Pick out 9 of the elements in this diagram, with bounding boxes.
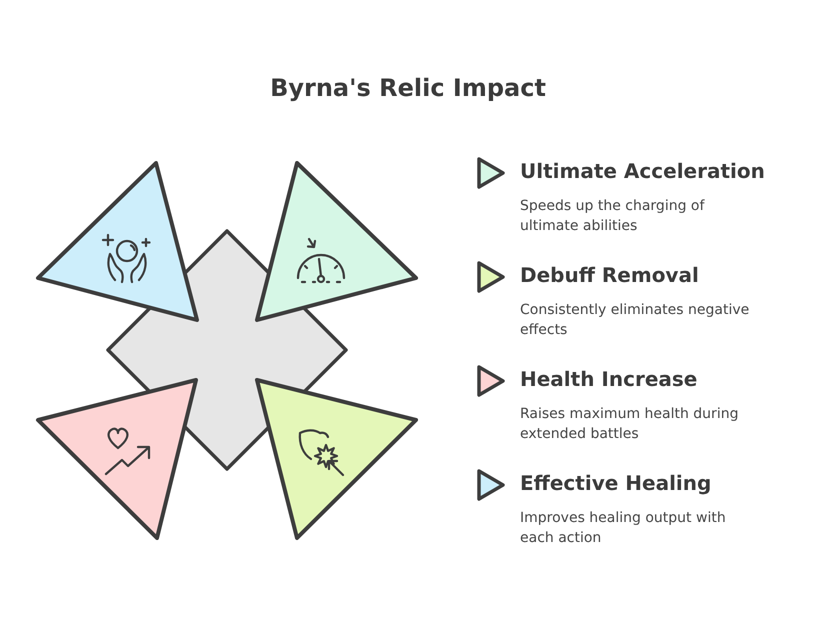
section-heading: Ultimate Acceleration xyxy=(520,158,765,184)
description-text: Raises maximum health during extended battles xyxy=(520,405,740,444)
section-heading: Health Increase xyxy=(520,366,698,392)
section-heading: Debuff Removal xyxy=(520,262,699,288)
description-text: Speeds up the charging of ultimate abilities xyxy=(520,197,706,236)
description-text: Improves healing output with each action xyxy=(520,509,727,548)
section-heading: Effective Healing xyxy=(520,470,712,496)
description-text: Consistently eliminates negative effects xyxy=(520,301,750,340)
diagram-title: Byrna's Relic Impact xyxy=(270,73,546,104)
